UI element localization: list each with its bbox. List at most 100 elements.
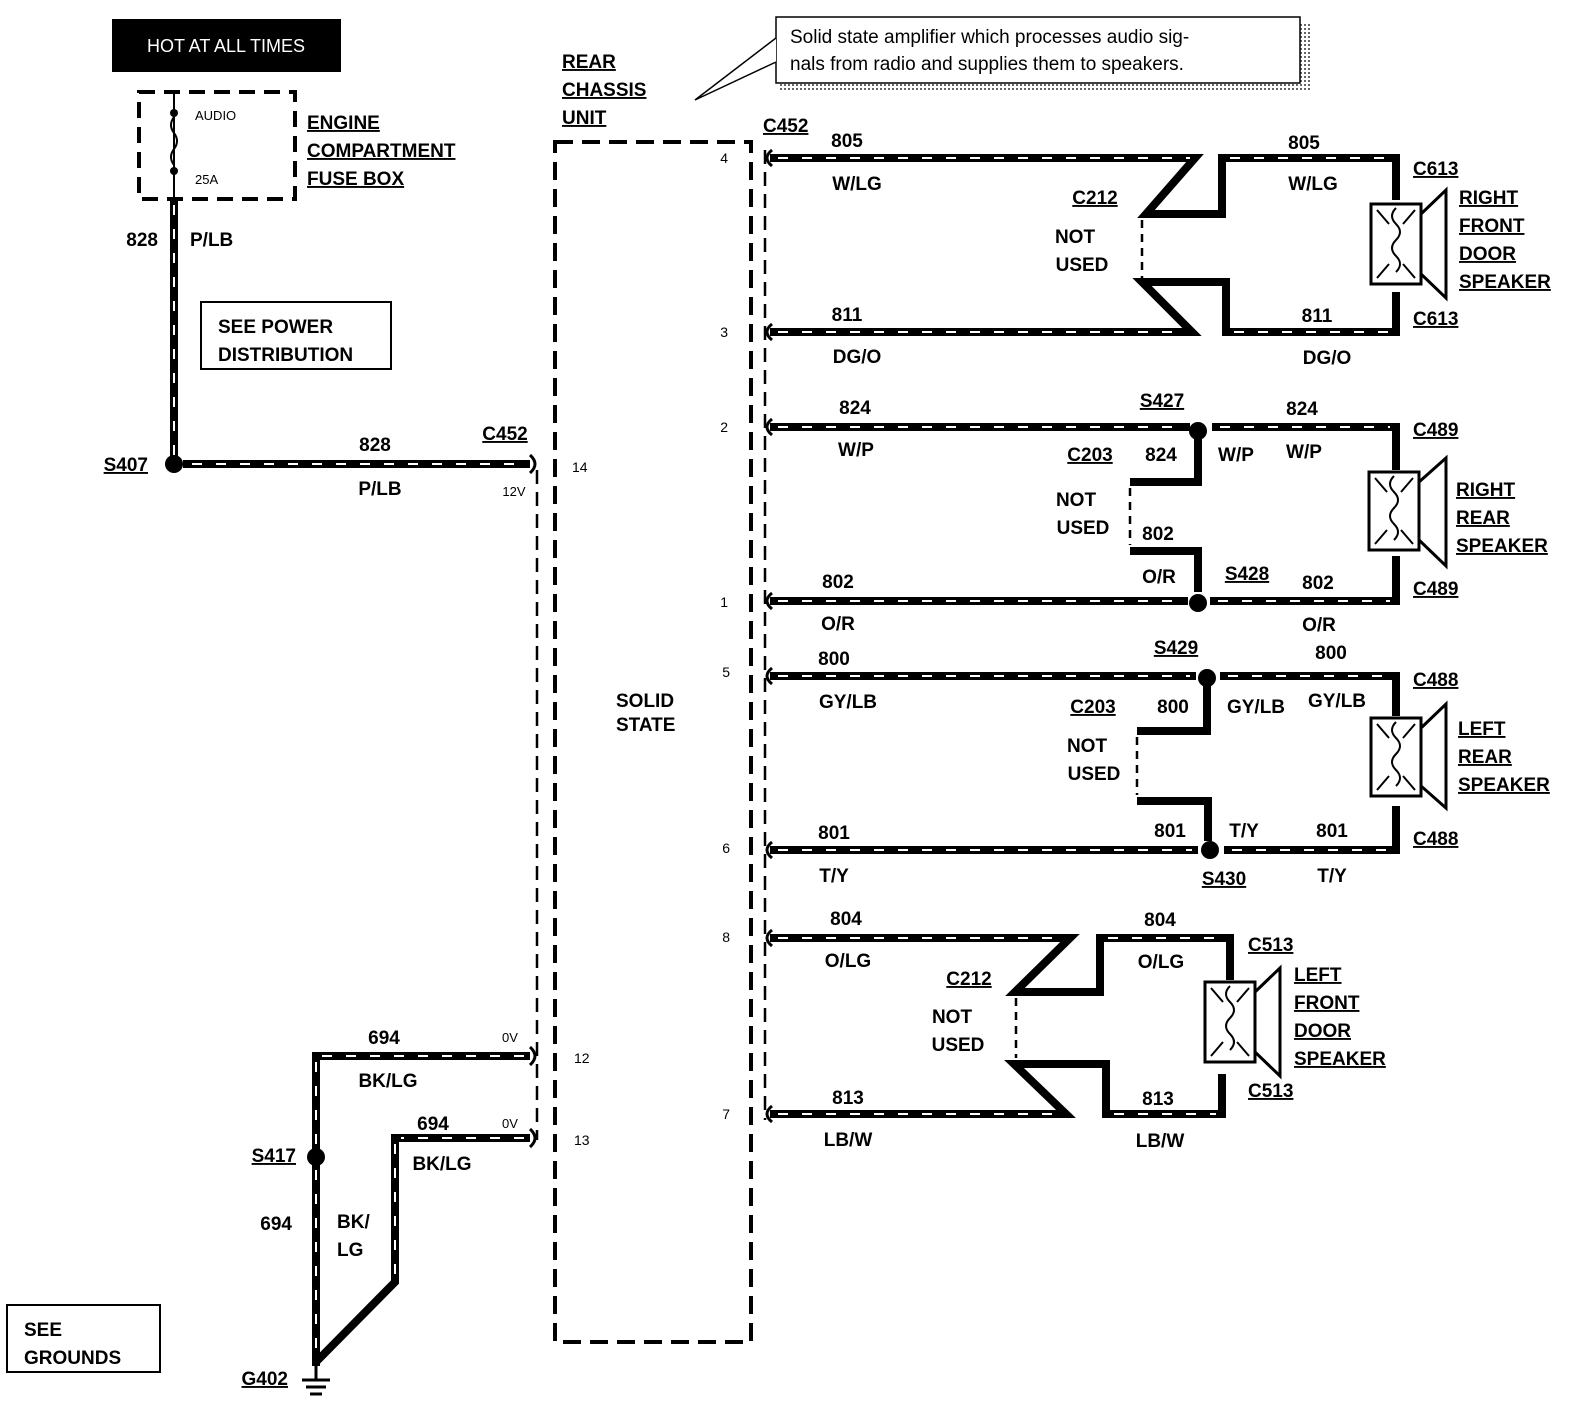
label-circuits-c811: 811 bbox=[1302, 306, 1333, 327]
label-circuits-c811: 811 bbox=[832, 305, 863, 326]
left-front-door-speaker-icon bbox=[1203, 964, 1282, 1080]
label-not_used-0: NOT bbox=[932, 1007, 973, 1028]
label-rear_chassis-0: REAR bbox=[562, 52, 616, 73]
label-pins-4: 5 bbox=[722, 664, 730, 680]
label-pins-6: 14 bbox=[572, 459, 588, 475]
label-colors-bklg: BK/LG bbox=[412, 1154, 471, 1175]
label-pins-5: 6 bbox=[722, 840, 730, 856]
label-connectors-c513: C513 bbox=[1248, 1081, 1293, 1102]
wire-811 bbox=[770, 278, 1400, 336]
label-splices-s417: S417 bbox=[252, 1146, 296, 1167]
splice-s427 bbox=[1189, 422, 1207, 440]
label-colors-dgo: DG/O bbox=[1303, 348, 1352, 369]
label-connectors-c513: C513 bbox=[1248, 935, 1293, 956]
label-solid_state-1: STATE bbox=[616, 715, 675, 736]
connector-c452-right: C452 bbox=[763, 116, 808, 137]
connector-caps-right bbox=[765, 148, 773, 1124]
label-colors-wp: W/P bbox=[1218, 445, 1254, 466]
label-colors-wp: W/P bbox=[1286, 442, 1322, 463]
label-pins-1: 3 bbox=[720, 324, 728, 340]
label-circuits-c824: 824 bbox=[1145, 445, 1177, 466]
label-circuits-c813: 813 bbox=[832, 1088, 864, 1109]
label-connectors-c488: C488 bbox=[1413, 670, 1458, 691]
label-connectors-c613: C613 bbox=[1413, 159, 1458, 180]
color-plb-top: P/LB bbox=[190, 230, 233, 251]
left-front-door-speaker-label: LEFT FRONT DOOR SPEAKER bbox=[1294, 965, 1386, 1070]
label-connectors-c203: C203 bbox=[1067, 445, 1112, 466]
label-colors-olg: O/LG bbox=[825, 951, 871, 972]
rear-chassis-label: REAR CHASSIS UNIT bbox=[562, 52, 646, 129]
label-not_used-1: USED bbox=[1057, 518, 1110, 539]
rear-chassis-unit-box bbox=[553, 140, 753, 1344]
label-colors-wlg: W/LG bbox=[1288, 174, 1338, 195]
label-splices-s429: S429 bbox=[1154, 638, 1198, 659]
label-not_used-1: USED bbox=[1056, 255, 1109, 276]
label-speakers-left_front-1: FRONT bbox=[1294, 993, 1360, 1014]
label-speakers-left_front-3: SPEAKER bbox=[1294, 1049, 1386, 1070]
label-speakers-right_rear-1: REAR bbox=[1456, 508, 1510, 529]
wire-802 bbox=[770, 547, 1400, 605]
label-connectors-c488: C488 bbox=[1413, 829, 1458, 850]
label-fuse_box-2: FUSE BOX bbox=[307, 169, 404, 190]
label-colors-lbw: LB/W bbox=[824, 1130, 873, 1151]
color-plb-h: P/LB bbox=[358, 479, 401, 500]
left-rear-speaker-label: LEFT REAR SPEAKER bbox=[1458, 719, 1550, 796]
label-colors-lbw: LB/W bbox=[1136, 1131, 1185, 1152]
label-circuits-c802: 802 bbox=[1302, 573, 1334, 594]
label-circuits-c813: 813 bbox=[1142, 1089, 1174, 1110]
label-speakers-left_rear-0: LEFT bbox=[1458, 719, 1506, 740]
label-amp_note-1: nals from radio and supplies them to spe… bbox=[790, 54, 1184, 75]
right-front-door-speaker-label: RIGHT FRONT DOOR SPEAKER bbox=[1459, 188, 1551, 293]
label-colors-or: O/R bbox=[1302, 615, 1336, 636]
label-amp_note-0: Solid state amplifier which processes au… bbox=[790, 27, 1189, 48]
label-pins-3: 1 bbox=[720, 594, 728, 610]
label-speakers-left_rear-1: REAR bbox=[1458, 747, 1512, 768]
left-rear-speaker-icon bbox=[1369, 700, 1448, 812]
splice-s430 bbox=[1201, 841, 1219, 859]
label-not_used-0: NOT bbox=[1055, 227, 1096, 248]
right-rear-speaker-icon bbox=[1367, 454, 1448, 570]
label-speakers-left_front-0: LEFT bbox=[1294, 965, 1342, 986]
voltage-0v-upper: 0V bbox=[502, 1030, 518, 1045]
see-power-distribution-box: SEE POWER DISTRIBUTION bbox=[200, 301, 392, 370]
label-connectors-c489: C489 bbox=[1413, 579, 1458, 600]
label-speakers-left_front-2: DOOR bbox=[1294, 1021, 1351, 1042]
label-circuits-c800: 800 bbox=[818, 649, 850, 670]
see-grounds-box: SEE GROUNDS bbox=[6, 1304, 161, 1373]
label-circuits-c801: 801 bbox=[1316, 821, 1348, 842]
label-speakers-left_rear-2: SPEAKER bbox=[1458, 775, 1550, 796]
label-circuits-c800: 800 bbox=[1315, 643, 1347, 664]
label-circuits-c824: 824 bbox=[839, 398, 871, 419]
voltage-0v-lower: 0V bbox=[502, 1116, 518, 1131]
fuse-name: AUDIO bbox=[195, 108, 236, 123]
label-colors-gylb: GY/LB bbox=[1227, 697, 1285, 718]
label-circuits-c694: 694 bbox=[260, 1214, 292, 1235]
label-circuits-c801: 801 bbox=[818, 823, 850, 844]
label-pins-9: 12 bbox=[574, 1050, 590, 1066]
wire-813 bbox=[770, 1060, 1226, 1118]
label-see_power-0: SEE POWER bbox=[218, 317, 333, 338]
label-colors-dgo: DG/O bbox=[833, 347, 882, 368]
ground-g402-icon bbox=[302, 1366, 330, 1396]
wire-694-upper bbox=[312, 1045, 537, 1150]
label-speakers-right_front-0: RIGHT bbox=[1459, 188, 1519, 209]
label-colors-bklg: BK/LG bbox=[358, 1071, 417, 1092]
splice-s407 bbox=[165, 455, 183, 473]
label-splices-s427: S427 bbox=[1140, 391, 1184, 412]
label-colors-ty: T/Y bbox=[1229, 821, 1259, 842]
ground-g402-label: G402 bbox=[242, 1369, 288, 1390]
connector-c212-top: C212 bbox=[1072, 188, 1117, 209]
label-speakers-right_rear-2: SPEAKER bbox=[1456, 536, 1548, 557]
solid-state-label: SOLID STATE bbox=[616, 691, 675, 736]
label-colors-olg: O/LG bbox=[1138, 952, 1184, 973]
label-not_used-0: NOT bbox=[1067, 736, 1108, 757]
wire-804 bbox=[770, 934, 1234, 996]
label-speakers-right_front-1: FRONT bbox=[1459, 216, 1525, 237]
label-pins-8: 7 bbox=[722, 1106, 730, 1122]
label-colors-bk_slash: BK/ bbox=[337, 1212, 370, 1233]
fuse-box: AUDIO 25A bbox=[137, 90, 297, 201]
label-pins-7: 8 bbox=[722, 929, 730, 945]
label-see_grounds-0: SEE bbox=[24, 1320, 62, 1341]
voltage-12v: 12V bbox=[502, 484, 525, 499]
